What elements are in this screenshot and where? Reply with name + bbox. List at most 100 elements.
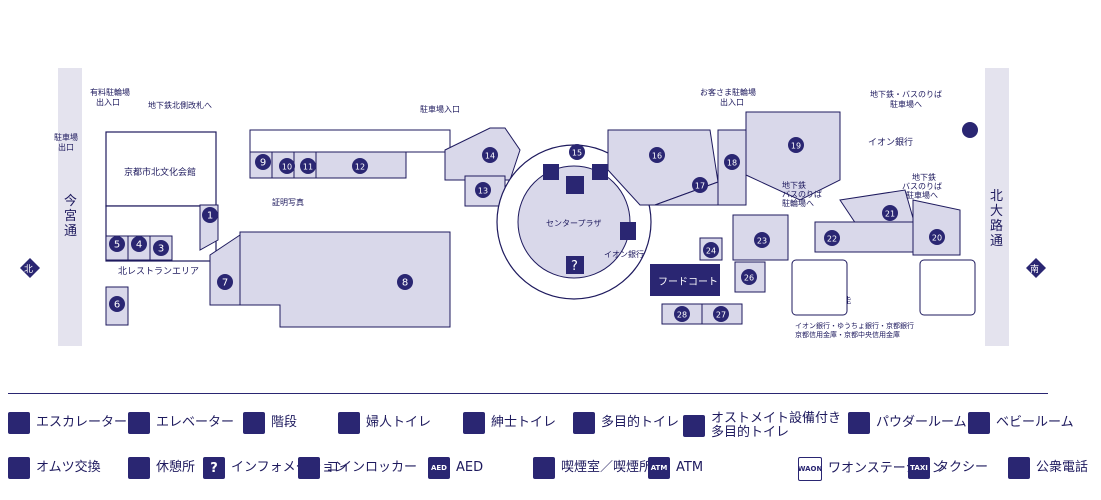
- ostomate-restroom-icon: [683, 414, 705, 437]
- womens-restroom-icon[interactable]: [543, 164, 559, 180]
- svg-text:21: 21: [885, 210, 895, 219]
- powder-room-icon: [848, 412, 870, 434]
- aeon-bank-label: イオン銀行: [868, 136, 913, 148]
- atm-icon[interactable]: [620, 222, 636, 240]
- svg-text:19: 19: [791, 142, 801, 151]
- north-corridor: [249, 129, 451, 153]
- store-number-16[interactable]: 16: [649, 147, 665, 163]
- store-number-24[interactable]: 24: [703, 242, 719, 258]
- store-number-10[interactable]: 10: [279, 158, 295, 174]
- svg-text:26: 26: [744, 274, 754, 283]
- store-number-28[interactable]: 28: [674, 306, 690, 322]
- svg-text:16: 16: [652, 152, 662, 161]
- store-number-27[interactable]: 27: [713, 306, 729, 322]
- legend-rest-area: 休憩所: [128, 457, 195, 479]
- kitaoji-label: 北大路通: [990, 189, 1003, 249]
- legend-label: オムツ交換: [36, 460, 101, 476]
- center-plaza-label: センタープラザ: [546, 219, 602, 228]
- food-court[interactable]: [650, 264, 720, 296]
- store-number-20[interactable]: 20: [929, 229, 945, 245]
- store-number-14[interactable]: 14: [482, 147, 498, 163]
- mens-restroom-icon[interactable]: [592, 164, 608, 180]
- store-number-9[interactable]: 9: [255, 154, 271, 170]
- legend-label: ATM: [676, 460, 704, 476]
- legend-powder-room: パウダールーム: [848, 412, 967, 434]
- legend-public-phone: 公衆電話: [1008, 457, 1088, 479]
- svg-text:11: 11: [303, 163, 313, 172]
- svg-text:15: 15: [572, 149, 582, 158]
- store-20[interactable]: [912, 199, 961, 256]
- legend-diaper-change: オムツ交換: [8, 457, 101, 479]
- store-number-3[interactable]: 3: [153, 240, 169, 256]
- svg-text:4: 4: [136, 240, 142, 251]
- legend-ostomate-restroom: オストメイト設備付き 多目的トイレ: [683, 412, 841, 439]
- store-number-23[interactable]: 23: [754, 232, 770, 248]
- store-number-19[interactable]: 19: [788, 137, 804, 153]
- svg-text:北: 北: [24, 264, 33, 275]
- store-number-7[interactable]: 7: [217, 274, 233, 290]
- store-number-12[interactable]: 12: [352, 158, 368, 174]
- womens-restroom-icon: [338, 412, 360, 434]
- store-8[interactable]: [239, 231, 451, 328]
- north-restaurant-label: 北レストランエリア: [118, 266, 199, 277]
- imamiya-label: 今宮通: [64, 193, 77, 239]
- svg-text:28: 28: [677, 311, 687, 320]
- store-number-22[interactable]: 22: [824, 230, 840, 246]
- stairs-icon: [243, 412, 265, 434]
- svg-text:14: 14: [485, 152, 495, 161]
- store-number-17[interactable]: 17: [692, 177, 708, 193]
- svg-text:22: 22: [827, 235, 837, 244]
- subway-bus-parking-label: 地下鉄・バスのりば駐車場へ: [870, 89, 942, 109]
- rest-area-icon: [128, 457, 150, 479]
- legend-label: 階段: [271, 415, 298, 431]
- banks-label: イオン銀行・ゆうちょ銀行・京都銀行京都信用金庫・京都中央信用金庫: [795, 321, 914, 339]
- store-number-8[interactable]: 8: [397, 274, 413, 290]
- legend-atm: ATM ATM: [648, 457, 703, 479]
- food-court-label: フードコート: [658, 277, 718, 288]
- public-phone-icon: [1008, 457, 1030, 479]
- store-number-26[interactable]: 26: [741, 269, 757, 285]
- svg-text:1: 1: [207, 211, 213, 222]
- legend-label: AED: [456, 460, 484, 476]
- store-19[interactable]: [745, 111, 841, 201]
- legend-elevator: エレベーター: [128, 412, 234, 434]
- store-number-6[interactable]: 6: [109, 296, 125, 312]
- store-number-13[interactable]: 13: [475, 182, 491, 198]
- store-number-11[interactable]: 11: [300, 158, 316, 174]
- store-number-4[interactable]: 4: [131, 236, 147, 252]
- escalator-icon: [8, 412, 30, 434]
- store-number-15[interactable]: 15: [569, 144, 585, 160]
- svg-text:6: 6: [114, 300, 120, 311]
- elevator-icon: [128, 412, 150, 434]
- store-number-1[interactable]: 1: [202, 207, 218, 223]
- diaper-change-icon: [8, 457, 30, 479]
- legend-womens-restroom: 婦人トイレ: [338, 412, 431, 434]
- svg-text:10: 10: [282, 163, 292, 172]
- legend-stairs: 階段: [243, 412, 297, 434]
- legend-label: エスカレーター: [36, 415, 128, 431]
- legend: エスカレーターエレベーター階段婦人トイレ紳士トイレ多目的トイレオストメイト設備付…: [8, 400, 1098, 500]
- subway-bus-parking2-label: 地下鉄バスのりば駐車場へ: [902, 172, 942, 200]
- svg-text:13: 13: [478, 187, 488, 196]
- legend-aed: AED AED: [428, 457, 483, 479]
- svg-text:18: 18: [727, 159, 737, 168]
- svg-text:7: 7: [222, 278, 228, 289]
- aed-icon: AED: [428, 457, 450, 479]
- kitaoji-road: [985, 68, 1009, 346]
- taxi-icon: [962, 122, 978, 138]
- legend-label: 喫煙室／喫煙所: [561, 460, 653, 476]
- legend-mens-restroom: 紳士トイレ: [463, 412, 556, 434]
- svg-text:27: 27: [716, 311, 726, 320]
- store-number-21[interactable]: 21: [882, 205, 898, 221]
- info-icon[interactable]: ?: [566, 256, 584, 274]
- accessible-restroom-icon[interactable]: [566, 176, 584, 194]
- coin-locker-icon: [298, 457, 320, 479]
- atm-icon: ATM: [648, 457, 670, 479]
- svg-text:9: 9: [260, 158, 266, 169]
- cultural-hall[interactable]: [105, 131, 217, 207]
- store-number-18[interactable]: 18: [724, 154, 740, 170]
- smoking-room-icon: [533, 457, 555, 479]
- store-number-5[interactable]: 5: [109, 236, 125, 252]
